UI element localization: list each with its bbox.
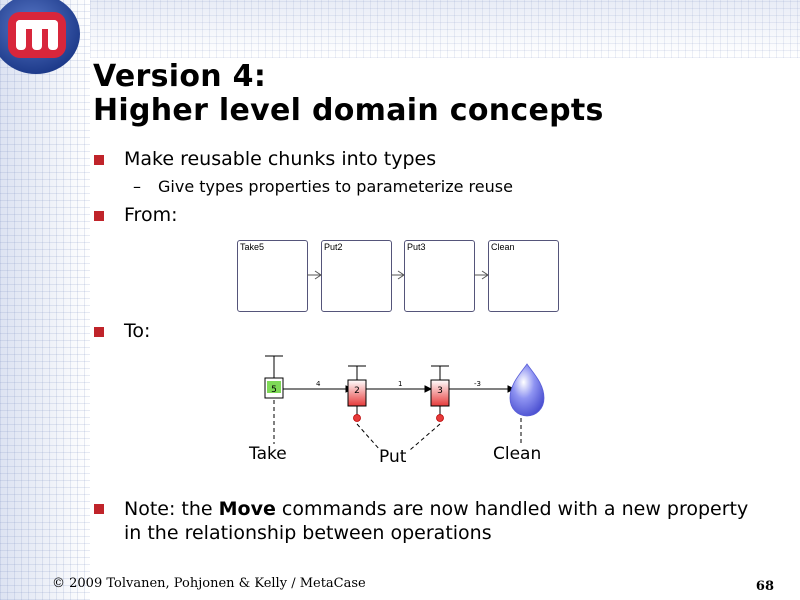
background-top-pattern bbox=[90, 0, 800, 58]
sub-bullet-give-types: Give types properties to parameterize re… bbox=[158, 177, 513, 196]
take-node-value: 5 bbox=[271, 385, 277, 395]
bullet-from: From: bbox=[124, 204, 178, 226]
op-box-label: Clean bbox=[491, 242, 515, 252]
bullet-make-reusable: Make reusable chunks into types bbox=[124, 148, 437, 170]
background-side-pattern bbox=[0, 0, 90, 600]
square-bullet-icon bbox=[94, 327, 104, 337]
take-node[interactable]: 5 bbox=[264, 355, 284, 399]
droplet-icon bbox=[509, 363, 545, 417]
title-line-1: Version 4: bbox=[93, 59, 267, 94]
op-box-label: Put2 bbox=[324, 242, 343, 252]
op-box-put3[interactable]: Put3 bbox=[404, 240, 475, 312]
op-box-clean[interactable]: Clean bbox=[488, 240, 559, 312]
note-text: Note: the Move commands are now handled … bbox=[124, 497, 764, 545]
note-suffix: commands are now handled with a new prop… bbox=[124, 498, 749, 544]
label-connector bbox=[356, 423, 381, 451]
square-bullet-icon bbox=[94, 504, 104, 514]
label-take: Take bbox=[249, 444, 287, 464]
note-prefix: Note: the bbox=[124, 498, 219, 520]
arrow-head-icon bbox=[424, 385, 433, 393]
op-box-label: Put3 bbox=[407, 242, 426, 252]
label-put: Put bbox=[379, 447, 407, 467]
edge-label: 4 bbox=[316, 380, 321, 388]
slide-title: Version 4: Higher level domain concepts bbox=[93, 60, 604, 128]
op-box-label: Take5 bbox=[240, 242, 265, 252]
put-node-1[interactable]: 2 bbox=[347, 365, 367, 422]
edge-label: -3 bbox=[474, 380, 481, 388]
op-box-put2[interactable]: Put2 bbox=[321, 240, 392, 312]
put-node-2[interactable]: 3 bbox=[430, 365, 450, 422]
page-number: 68 bbox=[755, 579, 774, 594]
footer-copyright: © 2009 Tolvanen, Pohjonen & Kelly / Meta… bbox=[52, 576, 366, 591]
label-connector bbox=[409, 423, 441, 451]
note-bold-move: Move bbox=[218, 498, 276, 520]
put-node-value: 3 bbox=[437, 386, 443, 396]
title-line-2: Higher level domain concepts bbox=[93, 93, 604, 128]
bullet-to: To: bbox=[124, 320, 151, 342]
square-bullet-icon bbox=[94, 211, 104, 221]
sub-bullet-dash: – bbox=[133, 177, 141, 196]
put-node-value: 2 bbox=[354, 386, 360, 396]
square-bullet-icon bbox=[94, 155, 104, 165]
label-clean: Clean bbox=[493, 444, 542, 464]
metacase-logo-icon bbox=[0, 0, 80, 74]
op-box-take5[interactable]: Take5 bbox=[237, 240, 308, 312]
edge-label: 1 bbox=[398, 380, 402, 388]
